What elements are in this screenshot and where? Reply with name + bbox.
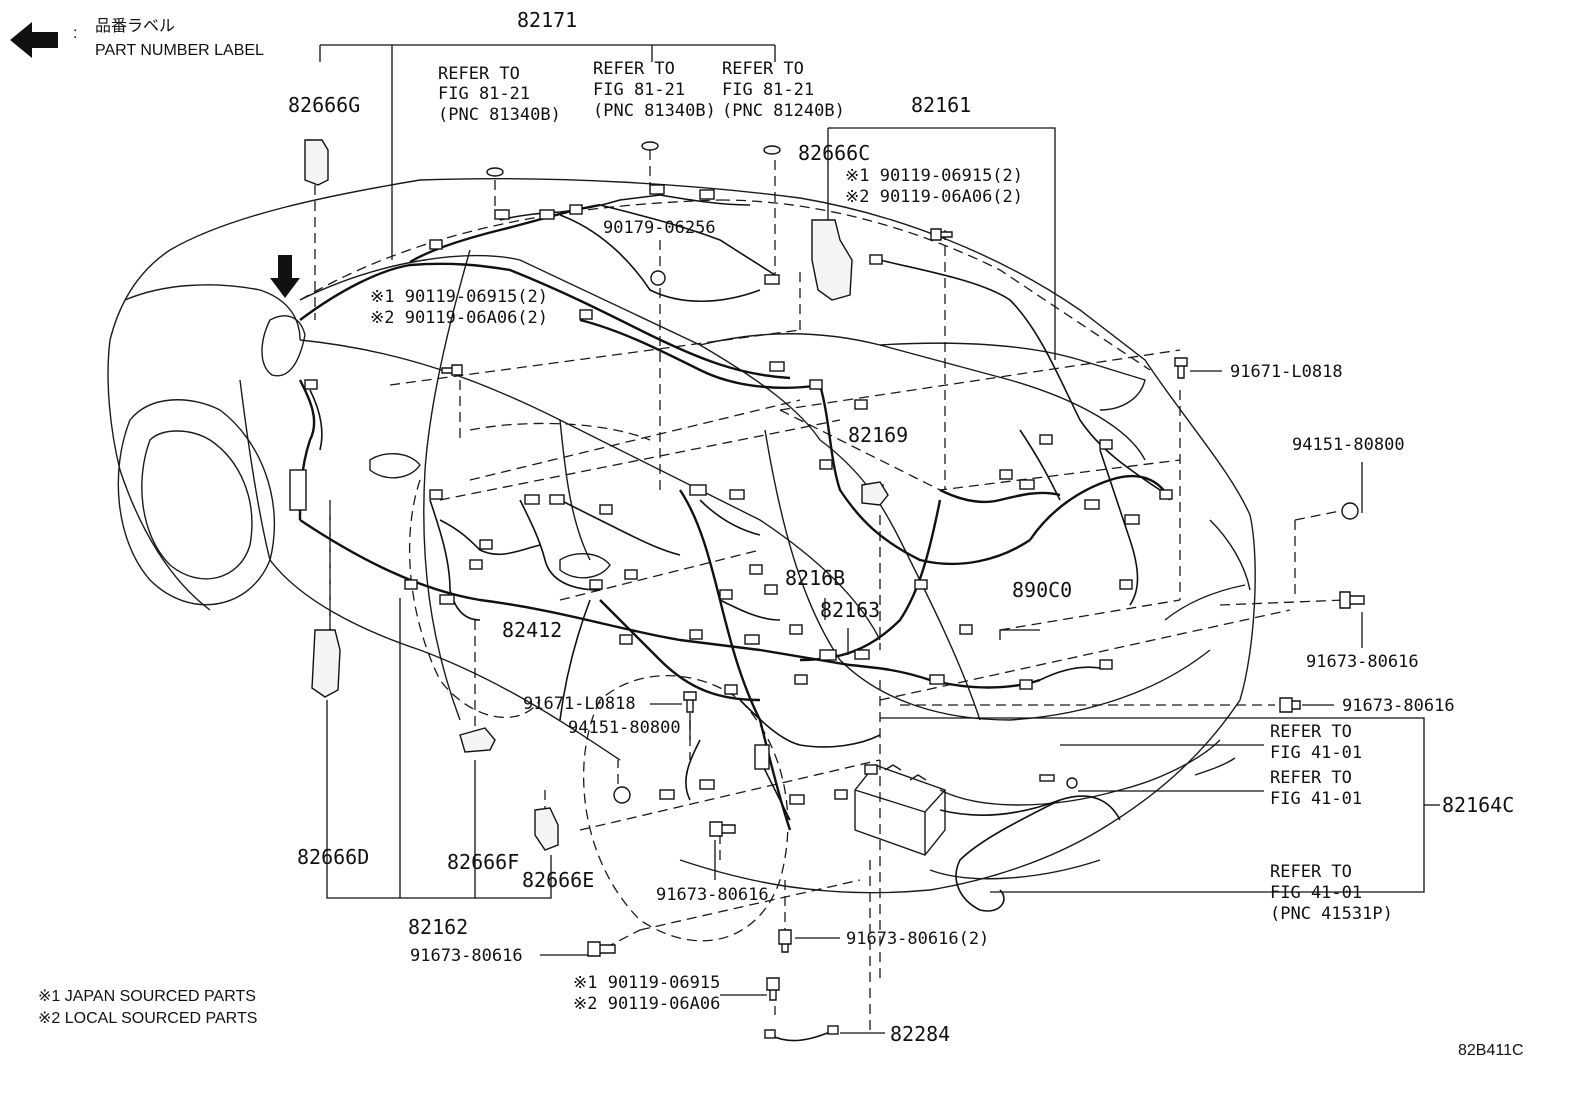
- bolt-note-top-left-1: ※1 90119-06915(2): [370, 287, 548, 307]
- label-82666F: 82666F: [447, 850, 519, 874]
- label-91673-80616-d: 91673-80616: [410, 946, 523, 966]
- label-90179-06256: 90179-06256: [603, 218, 716, 238]
- bracket-82666F: [459, 727, 496, 753]
- nut-icon: [650, 270, 666, 286]
- leader-lines: [319, 44, 1440, 1034]
- label-location-arrow-icon: [270, 255, 300, 298]
- part-number-labels: 82171 82161 82666G 82666C 82169 8216B 82…: [288, 8, 1514, 1046]
- legend-note-2: ※2 LOCAL SOURCED PARTS: [38, 1010, 257, 1027]
- left-arrow-icon: [10, 22, 58, 58]
- car-body-outline: [107, 178, 1256, 942]
- en-label: PART NUMBER LABEL: [95, 42, 264, 59]
- legend-note-1: ※1 JAPAN SOURCED PARTS: [38, 988, 256, 1005]
- nut-icon: [613, 786, 631, 804]
- clamp-82169: [861, 481, 889, 506]
- refer-4-line2: FIG 41-01: [1270, 743, 1362, 763]
- refer-6-line2: FIG 41-01: [1270, 883, 1362, 903]
- fasteners: [441, 228, 1365, 1001]
- refer-3-line3: (PNC 81240B): [722, 101, 845, 121]
- refer-5-line1: REFER TO: [1270, 768, 1352, 788]
- bolt-note-bottom-2: ※2 90119-06A06: [573, 994, 720, 1014]
- label-94151-80800-a: 94151-80800: [1292, 435, 1405, 455]
- nut-icon: [1341, 502, 1359, 520]
- bolt-icon: [683, 691, 697, 713]
- label-82412: 82412: [502, 618, 562, 642]
- label-91673-80616-2: 91673-80616(2): [846, 929, 989, 949]
- label-82161: 82161: [911, 93, 971, 117]
- refer-2-line1: REFER TO: [593, 59, 675, 79]
- bolt-icon: [587, 941, 616, 957]
- connectors: [289, 184, 1173, 1039]
- refer-2-line3: (PNC 81340B): [593, 101, 716, 121]
- label-82163: 82163: [820, 598, 880, 622]
- svg-text::: :: [73, 25, 77, 42]
- refer-1-line2: FIG 81-21: [438, 84, 530, 104]
- label-94151-80800-b: 94151-80800: [568, 718, 681, 738]
- bolt-icon: [1339, 591, 1365, 609]
- bolt-icon: [1279, 697, 1301, 713]
- label-82169: 82169: [848, 423, 908, 447]
- refer-5-line2: FIG 41-01: [1270, 789, 1362, 809]
- label-82284: 82284: [890, 1022, 950, 1046]
- label-91673-80616-c: 91673-80616: [656, 885, 769, 905]
- label-82666D: 82666D: [297, 845, 369, 869]
- bolt-icon: [1174, 357, 1188, 379]
- refer-3-line2: FIG 81-21: [722, 80, 814, 100]
- bracket-82666C: [811, 219, 853, 301]
- illustration-code: 82B411C: [1458, 1042, 1524, 1059]
- label-82171: 82171: [517, 8, 577, 32]
- bracket-82666E: [534, 807, 559, 851]
- refer-to-notes: REFER TO FIG 81-21 (PNC 81340B) REFER TO…: [438, 59, 1393, 924]
- wire-harnesses: [298, 194, 1172, 1042]
- label-82666E: 82666E: [522, 868, 594, 892]
- refer-1-line1: REFER TO: [438, 64, 520, 84]
- label-82666C: 82666C: [798, 141, 870, 165]
- bolt-icon: [778, 929, 792, 953]
- bracket-82666G: [304, 139, 329, 186]
- label-91673-80616-b: 91673-80616: [1342, 696, 1455, 716]
- jp-label: 品番ラベル: [95, 17, 175, 35]
- refer-6-line1: REFER TO: [1270, 862, 1352, 882]
- bolt-note-top-right-1: ※1 90119-06915(2): [845, 166, 1023, 186]
- legend: ※1 JAPAN SOURCED PARTS ※2 LOCAL SOURCED …: [38, 988, 257, 1027]
- label-82164C: 82164C: [1442, 793, 1514, 817]
- bolt-icon: [766, 977, 780, 1001]
- brackets-and-clamps: [304, 139, 889, 851]
- label-91671-L0818-a: 91671-L0818: [1230, 362, 1343, 382]
- part-number-label-legend: : 品番ラベル PART NUMBER LABEL: [10, 17, 264, 59]
- bolt-icon: [709, 821, 736, 837]
- refer-2-line2: FIG 81-21: [593, 80, 685, 100]
- bolt-note-bottom-1: ※1 90119-06915: [573, 973, 720, 993]
- bolt-note-top-right-2: ※2 90119-06A06(2): [845, 187, 1023, 207]
- label-82162: 82162: [408, 915, 468, 939]
- bolt-notes: ※1 90119-06915(2) ※2 90119-06A06(2) ※1 9…: [370, 166, 1023, 1014]
- label-91671-L0818-b: 91671-L0818: [523, 694, 636, 714]
- refer-6-line3: (PNC 41531P): [1270, 904, 1393, 924]
- bracket-82666D: [311, 629, 341, 698]
- refer-4-line1: REFER TO: [1270, 722, 1352, 742]
- bolt-note-top-left-2: ※2 90119-06A06(2): [370, 308, 548, 328]
- nut-icon: [1066, 777, 1078, 789]
- refer-3-line1: REFER TO: [722, 59, 804, 79]
- dashed-reference-lines: [299, 150, 1346, 1030]
- refer-1-line3: (PNC 81340B): [438, 105, 561, 125]
- bolt-icon: [441, 364, 463, 376]
- bolt-icon: [930, 228, 953, 241]
- label-82666G: 82666G: [288, 93, 360, 117]
- label-91673-80616-a: 91673-80616: [1306, 652, 1419, 672]
- label-8216B: 8216B: [785, 566, 845, 590]
- label-890C0: 890C0: [1012, 578, 1072, 602]
